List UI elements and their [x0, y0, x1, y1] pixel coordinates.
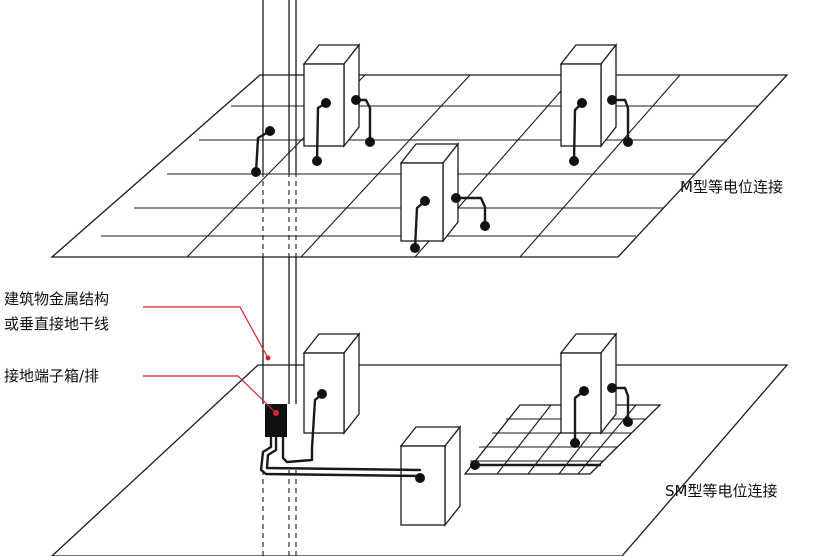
- m-bonding-wires: [251, 95, 633, 253]
- terminal-box-leader-line: [143, 375, 277, 414]
- m-type-label: M型等电位连接: [680, 178, 783, 196]
- sm-type-label: SM型等电位连接: [665, 482, 777, 500]
- m-cabinet-2: [559, 43, 618, 148]
- structure-label-line2: 或垂直接地干线: [4, 315, 109, 333]
- m-cabinet-1: [302, 43, 361, 148]
- m-cabinet-3: [399, 142, 460, 243]
- sm-cabinet-1: [302, 332, 361, 435]
- vertical-riser: [262, 0, 297, 556]
- sm-bonding-wires: [259, 383, 633, 483]
- terminal-box-label: 接地端子箱/排: [4, 367, 99, 385]
- sm-cabinet-2: [559, 332, 618, 435]
- structure-leader-line: [143, 306, 269, 359]
- grounding-terminal-box: [265, 404, 287, 437]
- sm-cabinet-3: [399, 425, 462, 527]
- structure-label-line1: 建筑物金属结构: [4, 290, 109, 308]
